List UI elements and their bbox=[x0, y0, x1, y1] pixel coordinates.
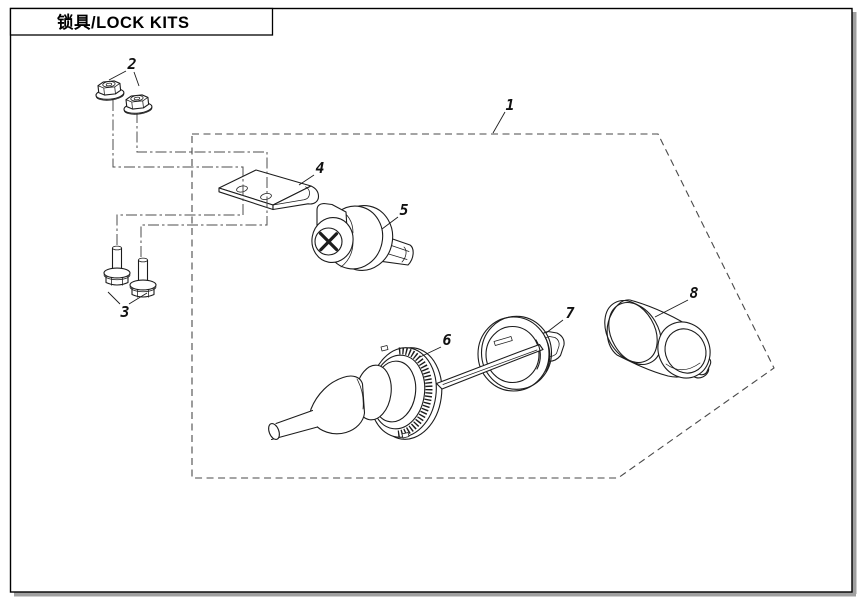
part-3-flange-bolts bbox=[103, 245, 157, 298]
key-blade-groove bbox=[442, 349, 538, 385]
flange-nut bbox=[95, 80, 125, 101]
nut-hole bbox=[105, 82, 113, 87]
callout-4: 4 bbox=[298, 159, 325, 186]
cap-opening-inner bbox=[664, 328, 707, 374]
bolt-flange-thickness bbox=[103, 274, 131, 281]
bolt-shaft-fill bbox=[112, 248, 122, 272]
cap-opening-arc bbox=[665, 362, 701, 371]
bracket-fold-inner-line bbox=[272, 186, 310, 206]
nut-hex-facets bbox=[97, 82, 121, 96]
bolt-shaft-top bbox=[138, 257, 148, 263]
kit-boundary bbox=[191, 133, 775, 479]
leader-line bbox=[107, 291, 148, 305]
title-block: 锁具/LOCK KITS bbox=[9, 7, 274, 36]
leader-line bbox=[298, 174, 315, 186]
nut-hole bbox=[133, 96, 141, 101]
bolt-flange-thickness bbox=[129, 286, 157, 293]
center-line-right bbox=[136, 112, 268, 259]
part-5-lock-cylinder bbox=[311, 202, 414, 271]
flange-bolt bbox=[103, 245, 131, 286]
callout-2: 2 bbox=[108, 55, 140, 87]
callout-number: 2 bbox=[126, 55, 136, 73]
key-ring-split bbox=[493, 336, 513, 346]
page-shadow-right bbox=[852, 12, 857, 594]
bracket-fold bbox=[272, 185, 320, 211]
cylinder-body-steps bbox=[326, 208, 354, 268]
cap-end-line-2 bbox=[608, 302, 662, 365]
leader-line bbox=[492, 111, 506, 134]
callout-8: 8 bbox=[654, 284, 699, 318]
leader-line bbox=[108, 70, 140, 87]
bolt-flange bbox=[103, 267, 131, 279]
callout-number: 8 bbox=[689, 284, 698, 302]
key-blade bbox=[435, 343, 544, 390]
part-6-ignition-switch bbox=[268, 345, 443, 441]
key-ring-outer-depth bbox=[480, 315, 553, 390]
callouts: 1 2 3 4 5 6 7 8 bbox=[107, 55, 699, 358]
leader-line bbox=[654, 299, 689, 318]
cap-opening-outer bbox=[657, 321, 711, 379]
nut-flange-thickness bbox=[123, 107, 153, 115]
callout-6: 6 bbox=[419, 331, 452, 358]
flange-nut bbox=[123, 94, 153, 115]
cap-end-line bbox=[604, 300, 658, 363]
part-4-mount-bracket bbox=[218, 169, 320, 211]
bolt-shaft-fill bbox=[138, 260, 148, 284]
center-line-left bbox=[112, 100, 244, 248]
callout-number: 7 bbox=[565, 304, 574, 322]
switch-stem-fill bbox=[271, 410, 318, 440]
key-ring-front-arc bbox=[535, 335, 551, 373]
part-2-flange-nuts bbox=[95, 80, 153, 115]
callout-5: 5 bbox=[381, 201, 409, 230]
title-box bbox=[9, 7, 274, 36]
switch-rim-tabs bbox=[380, 345, 410, 439]
part-7-key-and-ring bbox=[435, 315, 565, 392]
bolt-shaft-top bbox=[112, 245, 122, 251]
page-title: 锁具/LOCK KITS bbox=[57, 12, 190, 32]
callout-7: 7 bbox=[545, 304, 575, 334]
callout-3: 3 bbox=[107, 291, 148, 321]
switch-cone-line bbox=[356, 378, 364, 410]
callout-number: 3 bbox=[119, 303, 129, 321]
flange-bolt bbox=[129, 257, 157, 298]
callout-number: 5 bbox=[399, 201, 408, 219]
leader-line bbox=[419, 346, 442, 358]
nut-hex-facets bbox=[125, 96, 149, 110]
part-8-lock-cap bbox=[604, 299, 712, 379]
nut-flange-thickness bbox=[95, 93, 125, 101]
page-shadow-bottom bbox=[14, 592, 856, 597]
bolt-flange bbox=[129, 279, 157, 291]
callout-number: 4 bbox=[315, 159, 324, 177]
callout-1: 1 bbox=[492, 96, 515, 134]
center-lines bbox=[112, 100, 268, 259]
leader-line bbox=[545, 319, 564, 334]
switch-stem-tip bbox=[268, 423, 280, 440]
phillips-cross-icon bbox=[318, 231, 339, 252]
leader-line bbox=[381, 216, 399, 230]
callout-number: 6 bbox=[442, 331, 451, 349]
switch-knurl-band bbox=[397, 347, 433, 438]
callout-number: 1 bbox=[505, 96, 514, 114]
